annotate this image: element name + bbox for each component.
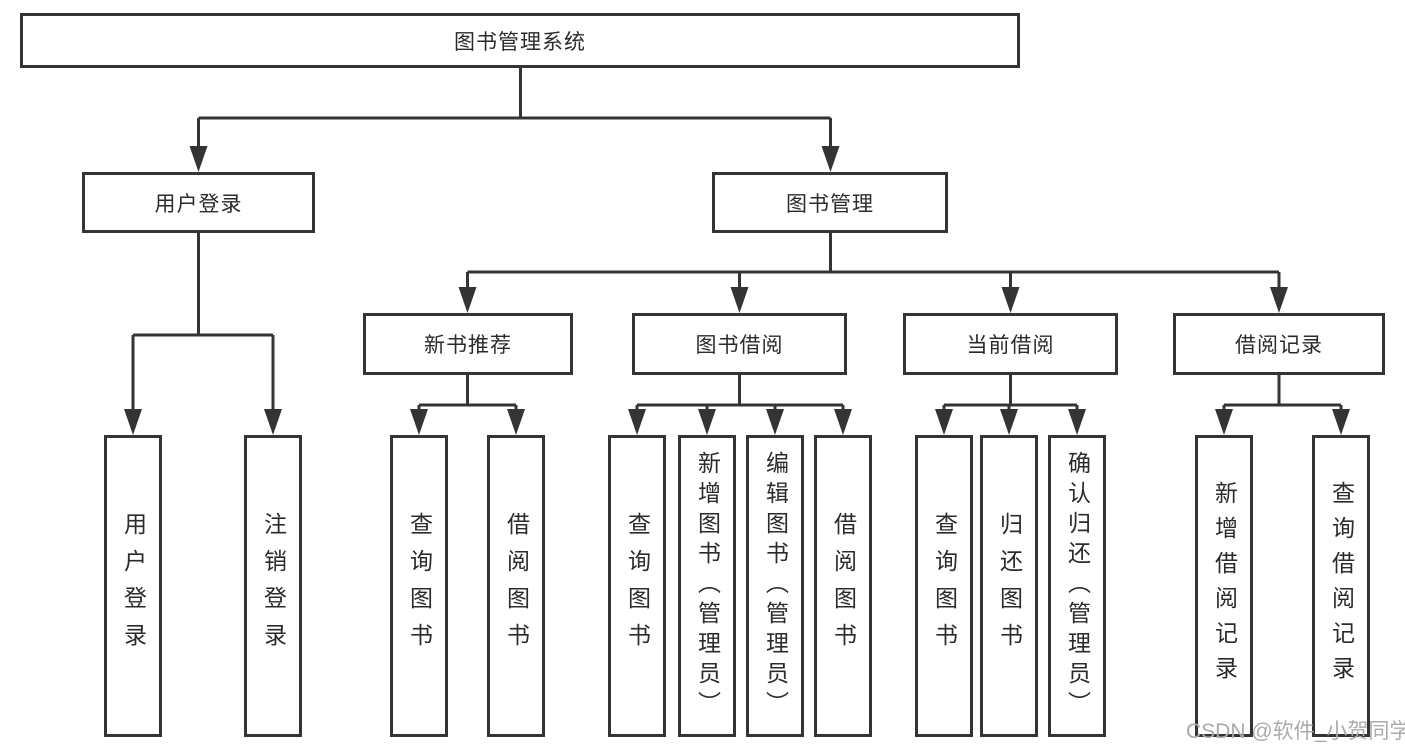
leaf-user-login: 用户登录 <box>104 435 162 737</box>
arrowhead-icon <box>628 409 646 435</box>
arrowhead-icon <box>124 409 142 435</box>
arrowhead-icon <box>834 409 852 435</box>
node-label: 编辑图书（管理员） <box>762 451 789 721</box>
arrowhead-icon <box>1001 287 1020 313</box>
csdn-watermark: CSDN @软件_小贺同学 <box>1186 720 1405 743</box>
arrowhead-icon <box>1270 287 1288 313</box>
node-book-borrow: 图书借阅 <box>632 313 847 375</box>
arrowhead-icon <box>1000 409 1018 435</box>
arrowhead-icon <box>698 409 716 435</box>
arrowhead-icon <box>821 146 840 172</box>
arrowhead-icon <box>264 409 282 435</box>
node-root-system: 图书管理系统 <box>20 13 1020 68</box>
node-current-borrow: 当前借阅 <box>903 313 1118 375</box>
leaf-br-add-record: 新增借阅记录 <box>1195 435 1253 737</box>
node-user-login: 用户登录 <box>82 172 315 233</box>
node-label: 新书推荐 <box>424 334 512 357</box>
arrowhead-icon <box>1068 409 1086 435</box>
leaf-nb-query-books: 查询图书 <box>390 435 448 737</box>
node-label: 新增借阅记录 <box>1211 481 1238 691</box>
node-label: 借阅记录 <box>1235 334 1323 357</box>
leaf-cb-query-books: 查询图书 <box>915 435 973 737</box>
node-label: 借阅图书 <box>503 512 530 660</box>
node-label: 用户登录 <box>154 192 243 216</box>
leaf-logout: 注销登录 <box>244 435 302 737</box>
node-borrow-records: 借阅记录 <box>1173 313 1385 375</box>
leaf-cb-return-books: 归还图书 <box>980 435 1038 737</box>
node-label: 当前借阅 <box>966 334 1055 357</box>
node-label: 图书管理 <box>786 192 874 216</box>
node-new-book-recommend: 新书推荐 <box>363 313 573 375</box>
node-label: 查询图书 <box>406 512 433 660</box>
leaf-bb-borrow-books: 借阅图书 <box>814 435 872 737</box>
node-label: 查询图书 <box>931 512 958 660</box>
leaf-cb-confirm-return-admin: 确认归还（管理员） <box>1048 435 1106 737</box>
arrowhead-icon <box>1332 409 1350 435</box>
node-label: 借阅图书 <box>830 512 857 660</box>
node-label: 查询图书 <box>624 512 651 660</box>
node-label: 新增图书（管理员） <box>694 451 721 721</box>
node-label: 图书管理系统 <box>454 30 586 54</box>
node-label: 注销登录 <box>260 512 287 660</box>
arrowhead-icon <box>1215 409 1233 435</box>
arrowhead-icon <box>507 409 525 435</box>
arrowhead-icon <box>189 146 208 172</box>
arrowhead-icon <box>410 409 428 435</box>
leaf-bb-add-books-admin: 新增图书（管理员） <box>678 435 736 737</box>
arrowhead-icon <box>730 287 749 313</box>
node-label: 用户登录 <box>120 512 147 660</box>
leaf-bb-edit-books-admin: 编辑图书（管理员） <box>746 435 804 737</box>
leaf-br-query-record: 查询借阅记录 <box>1312 435 1370 737</box>
node-label: 确认归还（管理员） <box>1064 451 1091 721</box>
arrowhead-icon <box>458 287 477 313</box>
leaf-bb-query-books: 查询图书 <box>608 435 666 737</box>
node-label: 归还图书 <box>996 512 1023 660</box>
node-label: 图书借阅 <box>695 334 784 357</box>
leaf-nb-borrow-books: 借阅图书 <box>487 435 545 737</box>
arrowhead-icon <box>935 409 953 435</box>
arrowhead-icon <box>766 409 784 435</box>
node-label: 查询借阅记录 <box>1328 481 1355 691</box>
node-book-management: 图书管理 <box>712 172 948 233</box>
